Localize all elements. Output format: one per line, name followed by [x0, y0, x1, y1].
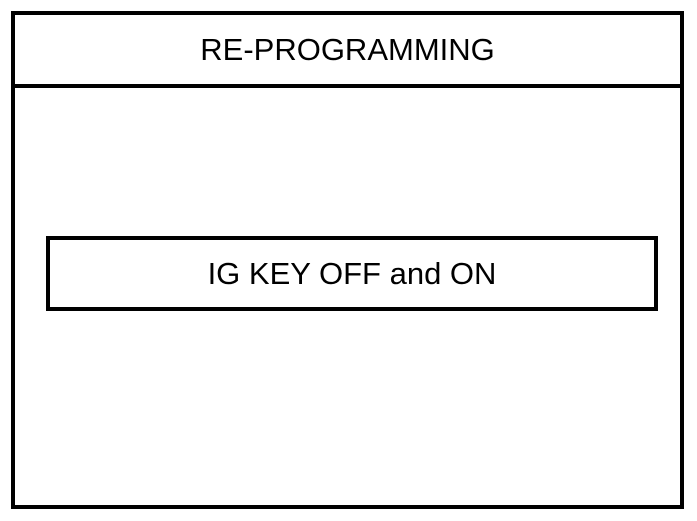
- dialog-title: RE-PROGRAMMING: [200, 32, 495, 67]
- ig-key-off-and-on-button[interactable]: IG KEY OFF and ON: [46, 236, 658, 311]
- dialog-body: IG KEY OFF and ON: [15, 92, 680, 505]
- ig-key-off-and-on-button-label: IG KEY OFF and ON: [207, 256, 497, 291]
- dialog-title-bar: RE-PROGRAMMING: [15, 15, 680, 88]
- dialog-frame: RE-PROGRAMMING IG KEY OFF and ON: [11, 11, 684, 509]
